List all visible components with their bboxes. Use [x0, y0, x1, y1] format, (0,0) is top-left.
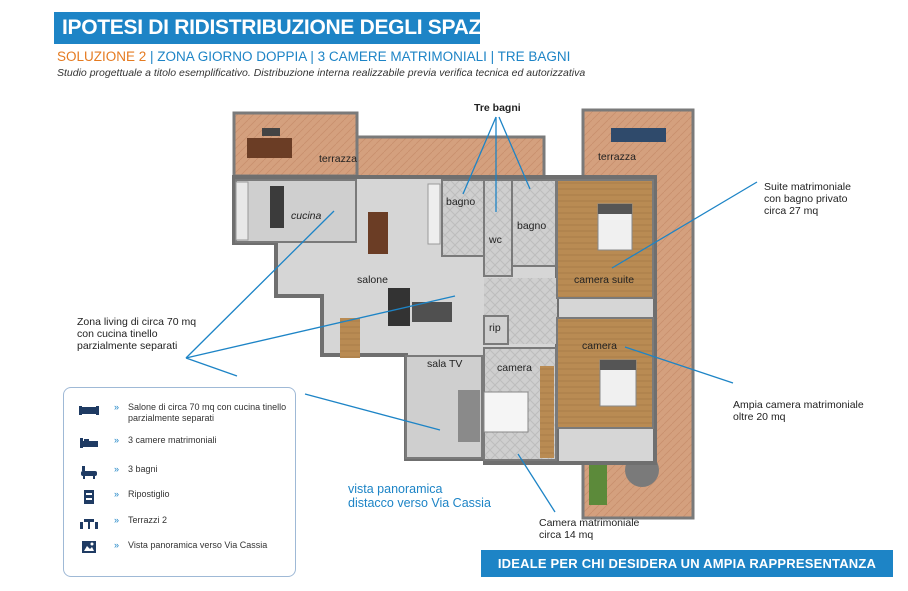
bed-icon: [80, 438, 98, 448]
legend-item-vista: » Vista panoramica verso Via Cassia: [74, 540, 289, 566]
legend-text-salone: Salone di circa 70 mq con cucina tinello…: [128, 402, 287, 423]
legend-arrow: »: [114, 464, 120, 474]
label-sala-tv: sala TV: [427, 358, 462, 370]
callout-ampia-line-2: oltre 20 mq: [733, 411, 786, 423]
bottom-banner: [481, 550, 893, 577]
callout-living: Zona living di circa 70 mq con cucina ti…: [77, 316, 196, 352]
disclaimer-note: Studio progettuale a titolo esemplificat…: [57, 67, 586, 79]
callout-suite-line-1: Suite matrimoniale: [764, 181, 851, 193]
room-rip: [483, 315, 509, 345]
camera-right-bed-head: [600, 360, 636, 370]
terrace-table-icon: [80, 519, 98, 529]
label-tre-bagni: Tre bagni: [474, 102, 521, 114]
callout-suite-line-3: circa 27 mq: [764, 205, 819, 217]
label-cucina: cucina: [291, 210, 322, 222]
terrace-sofa: [611, 128, 666, 142]
panorama-icon: [82, 541, 96, 553]
legend-text-vista: Vista panoramica verso Via Cassia: [128, 540, 268, 550]
vista-line-2: distacco verso Via Cassia: [348, 496, 491, 510]
label-wc: wc: [488, 234, 502, 246]
callout-camera14-line-1: Camera matrimoniale: [539, 517, 640, 529]
vista-panoramica: vista panoramica distacco verso Via Cass…: [348, 482, 491, 510]
cabinet: [340, 318, 360, 358]
subtitle-rest: | ZONA GIORNO DOPPIA | 3 CAMERE MATRIMON…: [146, 49, 571, 64]
legend-text-bagni: 3 bagni: [128, 464, 158, 474]
label-terrazza-left: terrazza: [319, 153, 357, 165]
title-bar: [54, 12, 480, 44]
legend-item-terrazzi: » Terrazzi 2: [74, 515, 289, 531]
label-salone: salone: [357, 274, 388, 286]
legend-text-camere: 3 camere matrimoniali: [128, 435, 217, 445]
callout-living-line-1: Zona living di circa 70 mq: [77, 316, 197, 328]
room-wc: [483, 179, 513, 277]
label-camera-right: camera: [582, 340, 617, 352]
legend-arrow: »: [114, 435, 120, 445]
label-rip: rip: [489, 322, 501, 334]
page-title: IPOTESI DI RIDISTRIBUZIONE DEGLI SPAZI: [62, 16, 487, 39]
label-camera-mid: camera: [497, 362, 532, 374]
dining-table: [368, 212, 388, 254]
callout-camera14: Camera matrimoniale circa 14 mq: [539, 517, 639, 541]
callout-living-line-3: parzialmente separati: [77, 340, 178, 352]
legend-arrow: »: [114, 489, 120, 499]
legend-item-camere: » 3 camere matrimoniali: [74, 435, 289, 451]
storage-icon: [84, 490, 94, 504]
bottom-banner-text: IDEALE PER CHI DESIDERA UN AMPIA RAPPRES…: [497, 556, 877, 571]
camera-mid-bed: [483, 391, 529, 433]
callout-ampia-line-1: Ampia camera matrimoniale: [733, 399, 864, 411]
legend-panel: » Salone di circa 70 mq con cucina tinel…: [63, 387, 296, 577]
room-cucina: [235, 179, 357, 243]
terrace-table: [247, 138, 292, 158]
callout-suite-line-2: con bagno privato: [764, 193, 848, 205]
living-sofa: [388, 288, 410, 326]
legend-arrow: »: [114, 402, 120, 412]
legend-item-salone: » Salone di circa 70 mq con cucina tinel…: [74, 402, 289, 428]
label-bagno-1: bagno: [446, 196, 475, 208]
label-camera-suite: camera suite: [574, 274, 634, 286]
page-subtitle: SOLUZIONE 2 | ZONA GIORNO DOPPIA | 3 CAM…: [57, 49, 570, 64]
bagno-vanity: [427, 183, 441, 245]
legend-text-terrazzi: Terrazzi 2: [128, 515, 168, 525]
label-bagno-2: bagno: [517, 220, 546, 232]
callout-lines: [185, 116, 758, 513]
callout-suite: Suite matrimoniale con bagno privato cir…: [764, 181, 851, 217]
callout-living-line-2: con cucina tinello: [77, 328, 158, 340]
room-bagno-1: [441, 179, 485, 257]
label-terrazza-right: terrazza: [598, 151, 636, 163]
kitchen-counter: [235, 181, 249, 241]
kitchen-island: [270, 186, 284, 228]
callout-ampia: Ampia camera matrimoniale oltre 20 mq: [733, 399, 864, 423]
bathtub-icon: [81, 466, 97, 479]
terrace-chair: [262, 128, 280, 136]
legend-arrow: »: [114, 515, 120, 525]
vista-line-1: vista panoramica: [348, 482, 443, 496]
legend-item-bagni: » 3 bagni: [74, 464, 289, 480]
sala-tv-sofa: [458, 390, 480, 442]
living-armchairs: [412, 302, 452, 322]
terrace-plants: [589, 460, 607, 505]
camera-mid-wardrobe: [540, 366, 554, 458]
suite-bed-head: [598, 204, 632, 214]
legend-arrow: »: [114, 540, 120, 550]
sofa-icon: [79, 406, 99, 415]
callout-camera14-line-2: circa 14 mq: [539, 529, 594, 541]
subtitle-highlight: SOLUZIONE 2: [57, 49, 147, 64]
legend-item-ripostiglio: » Ripostiglio: [74, 489, 289, 505]
legend-text-ripostiglio: Ripostiglio: [128, 489, 170, 499]
